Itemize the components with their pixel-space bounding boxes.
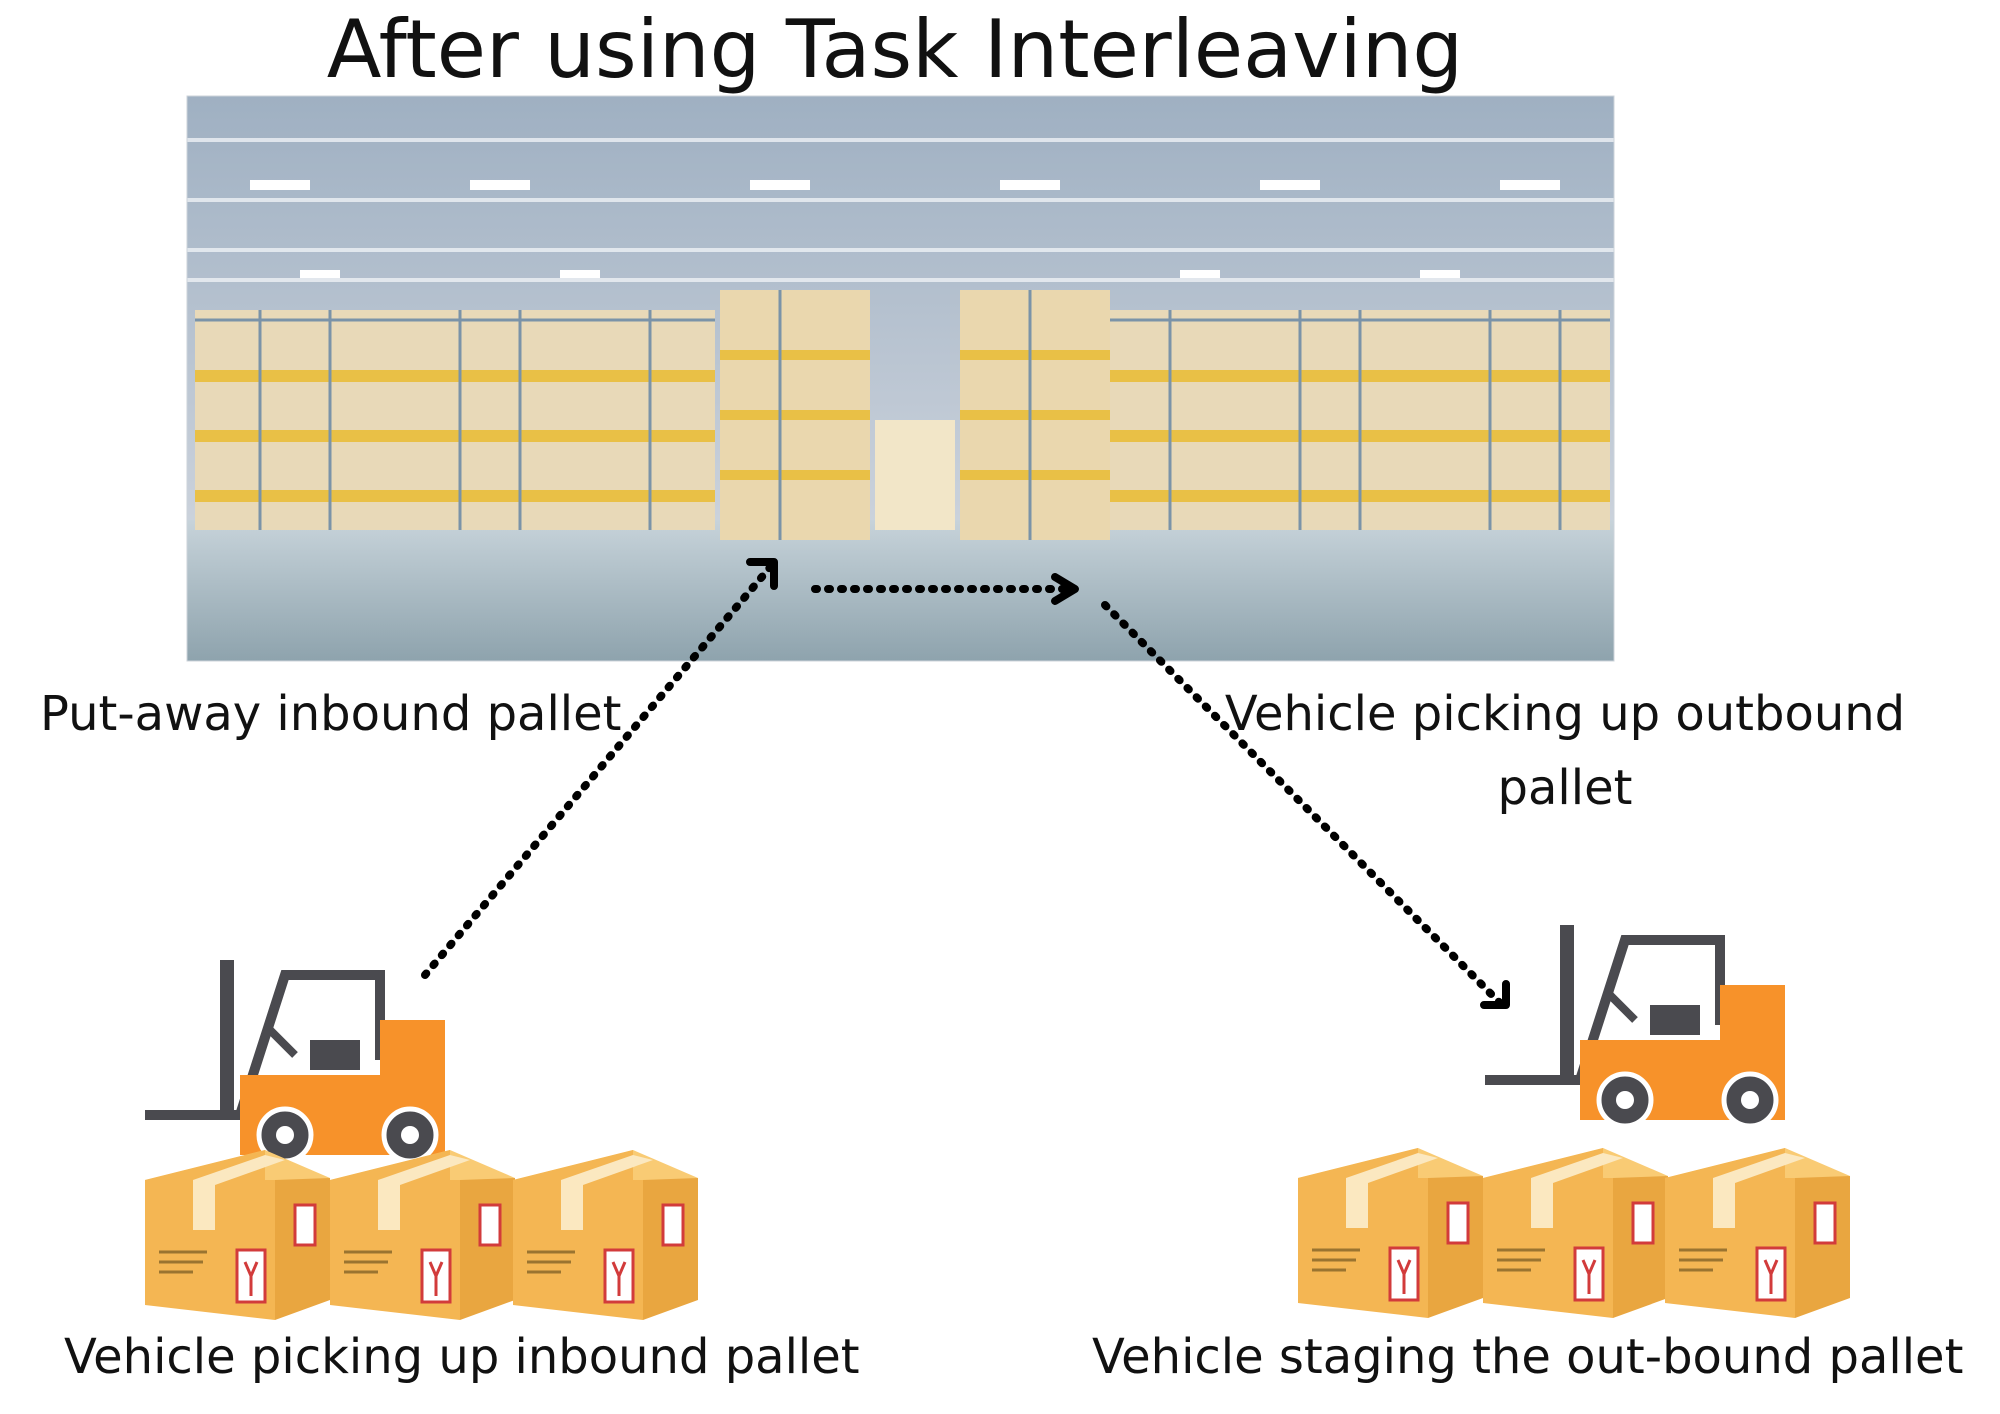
forklift-outbound-icon [1485,925,1785,1126]
inbound-boxes-icon [143,1148,700,1322]
arrow-to-putaway [421,561,776,979]
warehouse-image [186,95,1615,662]
label-staging-outbound: Vehicle staging the out-bound pallet [1092,1329,1964,1385]
diagram-title: After using Task Interleaving [326,3,1464,96]
outbound-boxes-icon [1296,1146,1852,1320]
label-putaway-inbound: Put-away inbound pallet [40,686,622,742]
label-picking-outbound: Vehicle picking up outbound pallet [1224,686,1906,816]
arrow-to-staging [1101,601,1506,1009]
label-picking-inbound: Vehicle picking up inbound pallet [64,1329,860,1385]
dotted-path-arrows [421,558,1510,1009]
forklift-inbound-icon [145,960,445,1161]
